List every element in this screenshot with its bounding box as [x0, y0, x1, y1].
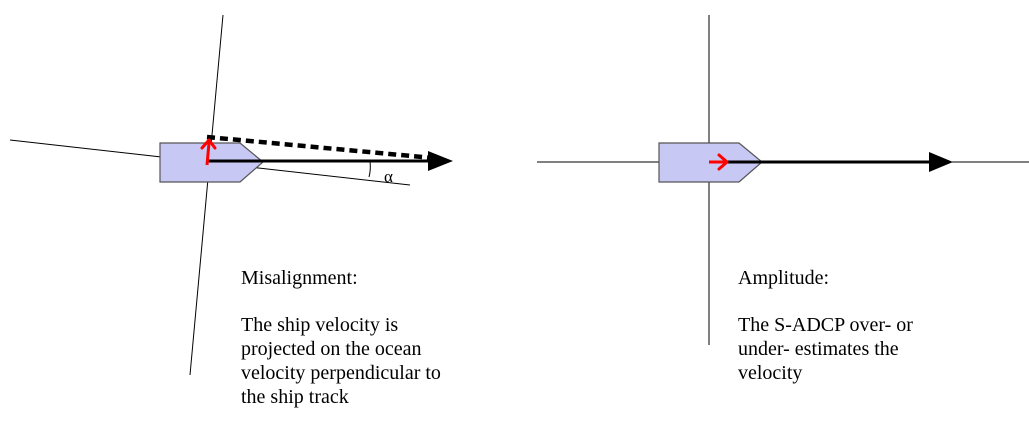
amplitude-line-3: velocity — [738, 362, 803, 384]
amplitude-line-1: The S-ADCP over- or — [738, 314, 913, 336]
alpha-angle-label: α — [384, 167, 393, 186]
ship-velocity-arrowhead — [428, 151, 453, 171]
misalignment-panel: α — [9, 14, 453, 376]
misalignment-line-3: velocity perpendicular to — [241, 362, 441, 384]
cross-track-velocity-red-arrowhead — [200, 138, 217, 150]
amplitude-panel — [537, 15, 1029, 345]
cross-track-velocity-red-arrow-shaft — [205, 142, 211, 166]
projected-velocity-dashed-line — [206, 134, 434, 161]
ship-velocity-arrowhead — [929, 152, 953, 172]
alpha-angle-arc — [368, 160, 371, 178]
amplitude-line-2: under- estimates the — [738, 338, 899, 360]
misalignment-heading: Misalignment: — [241, 267, 358, 289]
along-track-velocity-red-arrowhead — [717, 153, 729, 171]
amplitude-heading: Amplitude: — [738, 267, 830, 289]
misaligned-axis-near-vertical — [189, 14, 224, 376]
misalignment-line-4: the ship track — [241, 386, 349, 408]
misalignment-line-2: projected on the ocean — [241, 338, 422, 360]
misalignment-line-1: The ship velocity is — [241, 314, 399, 336]
